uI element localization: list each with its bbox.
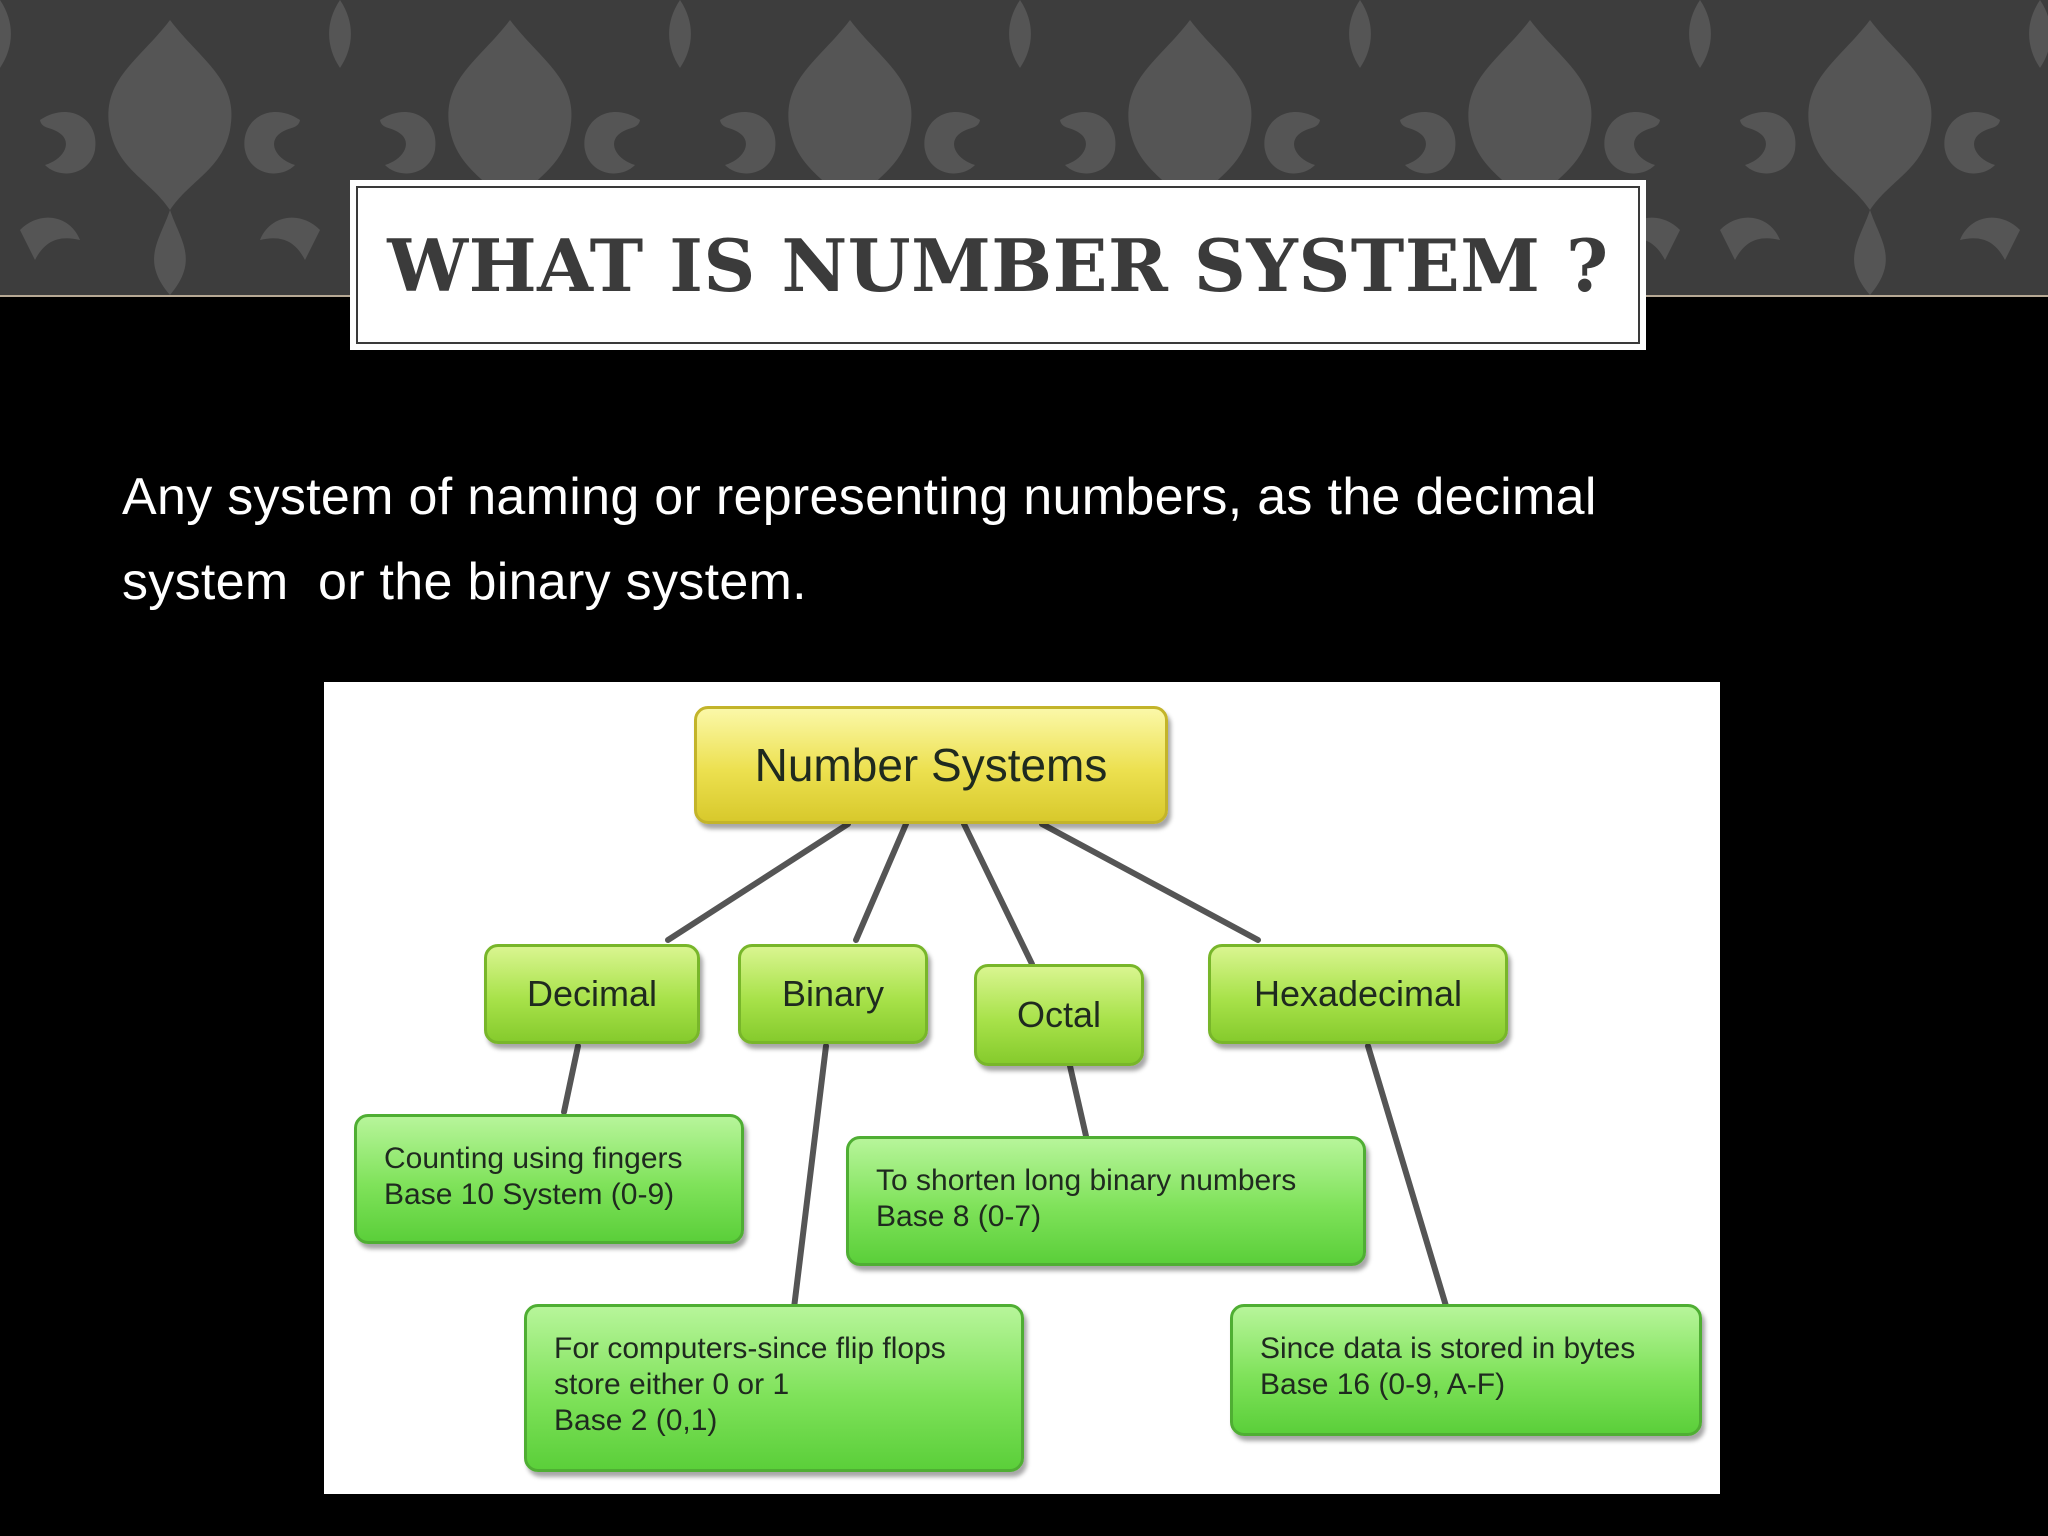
description-line: For computers-since flip flops [554, 1332, 946, 1365]
connector-decimal-desc [561, 1043, 581, 1115]
description-line: Base 8 (0-7) [876, 1200, 1042, 1233]
number-systems-diagram: Number Systems Decimal Binary Octal Hexa… [324, 682, 1720, 1494]
connector-root-octal [961, 821, 1035, 967]
connector-root-binary [853, 821, 909, 943]
connector-root-hexadecimal [1039, 821, 1261, 943]
category-node-decimal: Decimal [484, 944, 700, 1044]
connector-hexadecimal-desc [1365, 1043, 1449, 1309]
description-node-decimal: Counting using fingers Base 10 System (0… [354, 1114, 744, 1244]
connector-binary-desc [791, 1043, 829, 1311]
category-node-octal: Octal [974, 964, 1144, 1066]
header-band [0, 0, 2048, 297]
description-line: Counting using fingers [384, 1142, 683, 1175]
description-node-binary: For computers-since flip flops store eit… [524, 1304, 1024, 1472]
description-node-hexadecimal: Since data is stored in bytes Base 16 (0… [1230, 1304, 1702, 1436]
category-label: Octal [1016, 994, 1102, 1035]
root-node-label: Number Systems [754, 739, 1108, 791]
slide-body-text: Any system of naming or representing num… [122, 468, 1597, 611]
slide-title: WHAT IS NUMBER SYSTEM ? [387, 222, 1609, 308]
category-label: Binary [781, 973, 885, 1014]
description-line: store either 0 or 1 [554, 1368, 790, 1401]
connector-octal-desc [1067, 1063, 1089, 1139]
diagram-connectors [561, 821, 1449, 1311]
category-label: Decimal [526, 973, 658, 1014]
title-box: WHAT IS NUMBER SYSTEM ? [350, 180, 1646, 350]
description-line: Base 16 (0-9, A-F) [1260, 1368, 1506, 1401]
root-node-number-systems: Number Systems [694, 706, 1168, 824]
description-node-octal: To shorten long binary numbers Base 8 (0… [846, 1136, 1366, 1266]
description-line: Base 10 System (0-9) [384, 1178, 675, 1211]
description-line: To shorten long binary numbers [876, 1164, 1297, 1197]
description-line: Since data is stored in bytes [1260, 1332, 1636, 1365]
category-node-hexadecimal: Hexadecimal [1208, 944, 1508, 1044]
description-line: Base 2 (0,1) [554, 1404, 718, 1437]
connector-root-decimal [665, 821, 851, 943]
category-node-binary: Binary [738, 944, 928, 1044]
category-label: Hexadecimal [1253, 973, 1463, 1014]
